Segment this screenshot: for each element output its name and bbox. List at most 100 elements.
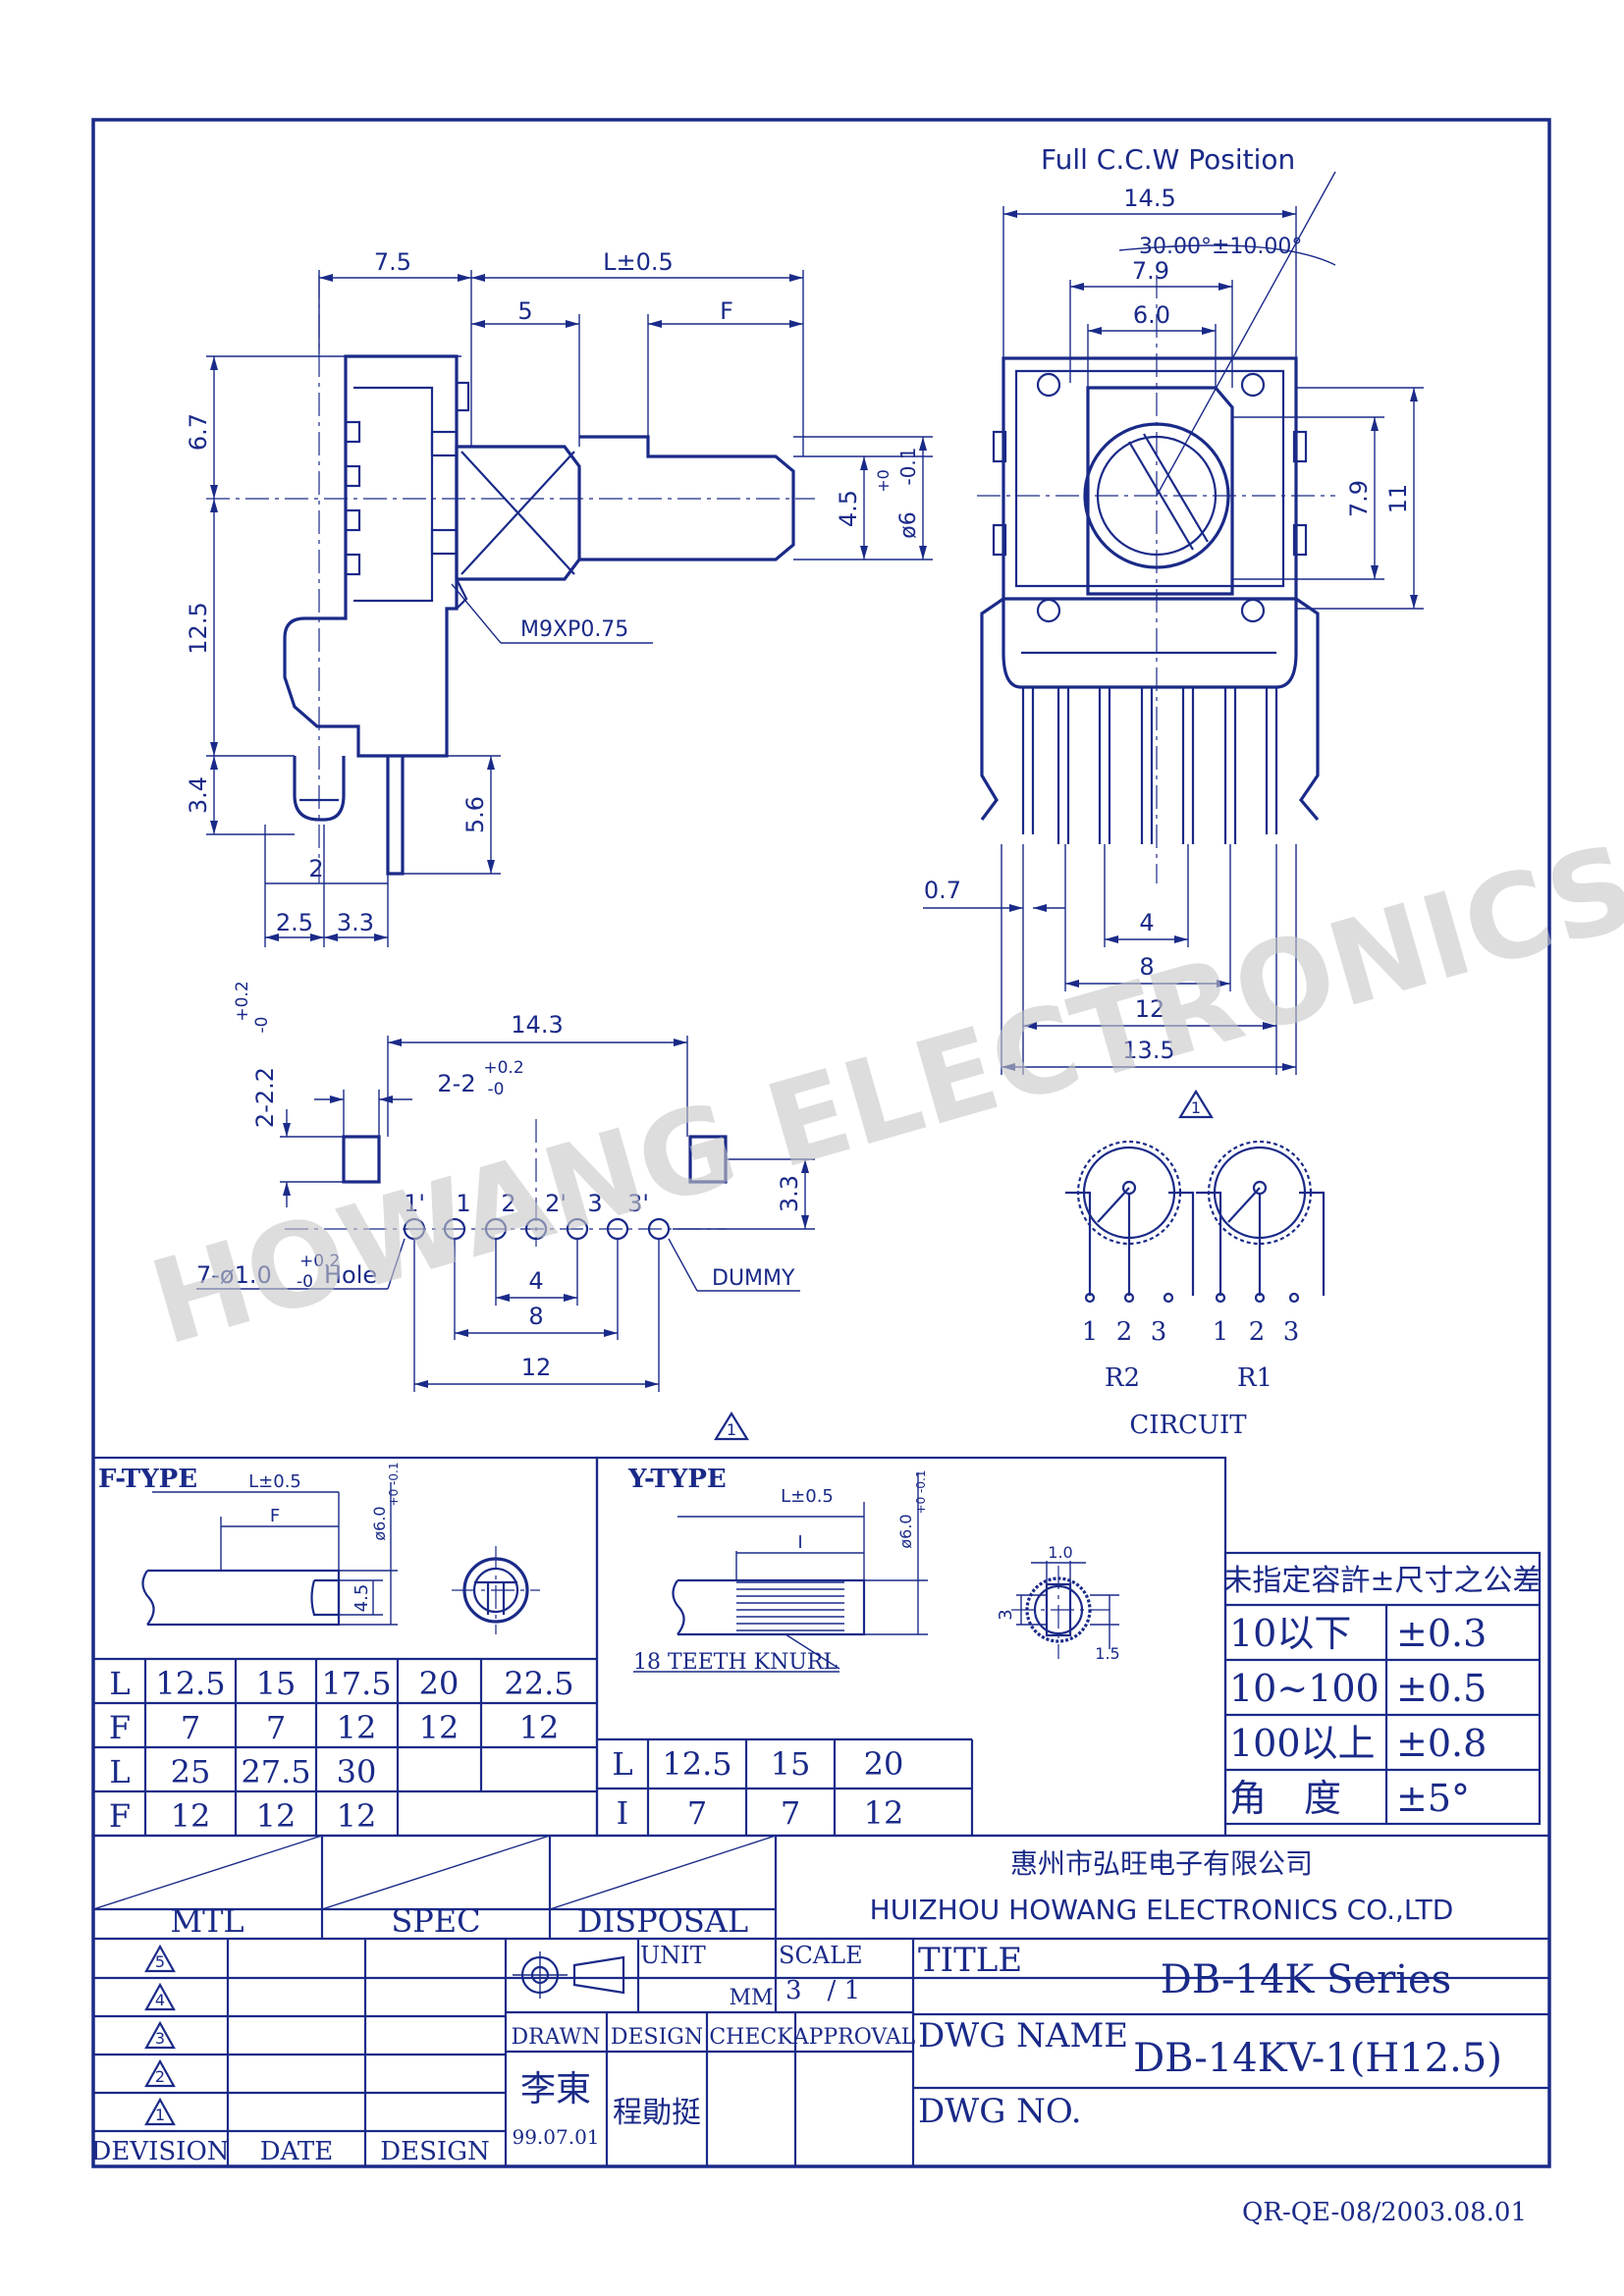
spec-label: SPEC bbox=[391, 1902, 480, 1940]
revision-4: 4 bbox=[155, 1991, 165, 2009]
f-type-panel: F-TYPE L±0.5 F 4.5 ø6.0 +0 -0.1 bbox=[98, 1463, 540, 1634]
watermark: HOWANG ELECTRONICS bbox=[137, 818, 1624, 1370]
dim-7-9-side: 7.9 bbox=[1345, 480, 1373, 517]
dim-2-2-2-tol-top: +0.2 bbox=[233, 981, 252, 1021]
division-label: DEVISION bbox=[90, 2137, 229, 2166]
scale-label: SCALE bbox=[779, 1942, 863, 1969]
dim-2-2-tol-bot: -0 bbox=[488, 1080, 505, 1099]
f-row1-c4: 12 bbox=[519, 1709, 560, 1746]
dim-4-5: 4.5 bbox=[835, 490, 862, 527]
tol-value-3: ±5° bbox=[1396, 1777, 1470, 1820]
dim-8: 8 bbox=[1139, 953, 1154, 981]
y-dim-3: 3 bbox=[996, 1609, 1016, 1620]
projection-symbol-icon bbox=[513, 1951, 625, 1999]
y-dim-1-5: 1.5 bbox=[1095, 1644, 1119, 1663]
tolerance-header: 未指定容許±尺寸之公差 bbox=[1222, 1564, 1542, 1598]
dim-6-7: 6.7 bbox=[185, 413, 212, 451]
title-label: TITLE bbox=[918, 1941, 1022, 1980]
angle-spec: 30.00°±10.00° bbox=[1139, 235, 1302, 259]
dim-2-5: 2.5 bbox=[276, 909, 313, 936]
knurl-label: 18 TEETH KNURL bbox=[633, 1650, 838, 1675]
revision-2: 2 bbox=[155, 2067, 165, 2086]
tol-range-1: 10~100 bbox=[1229, 1667, 1380, 1710]
dim-shaft-tol: +0 bbox=[874, 469, 893, 493]
f-row1-c3: 12 bbox=[419, 1709, 460, 1746]
fp-dim-8: 8 bbox=[528, 1303, 543, 1330]
dim-2: 2 bbox=[308, 855, 323, 882]
r1-pin-3: 3 bbox=[1283, 1317, 1300, 1347]
tol-value-0: ±0.3 bbox=[1396, 1612, 1487, 1655]
unit-label: UNIT bbox=[640, 1942, 706, 1969]
tolerance-table: 未指定容許±尺寸之公差 10以下 ±0.3 10~100 ±0.5 100以上 … bbox=[1222, 1551, 1543, 1826]
tol-value-2: ±0.8 bbox=[1396, 1722, 1487, 1765]
f-row1-c2: 12 bbox=[337, 1709, 377, 1746]
r1-label: R1 bbox=[1237, 1363, 1272, 1393]
dim-2-2: 2-2 bbox=[437, 1070, 475, 1097]
dim-6-0: 6.0 bbox=[1133, 301, 1170, 329]
company-name-en: HUIZHOU HOWANG ELECTRONICS CO.,LTD bbox=[870, 1894, 1454, 1926]
dim-5: 5 bbox=[517, 297, 532, 325]
f-row2-c2: 30 bbox=[337, 1753, 377, 1790]
front-terminals bbox=[1021, 687, 1278, 844]
pin-2: 2 bbox=[501, 1190, 515, 1217]
r2-pin-2: 2 bbox=[1116, 1317, 1133, 1347]
y-row1-c0: 7 bbox=[687, 1794, 707, 1832]
dim-3-3: 3.3 bbox=[337, 909, 374, 936]
f-type-table: L 12.5 15 17.5 20 22.5 F 7 7 12 12 12 L … bbox=[93, 1657, 597, 1836]
dim-12-5: 12.5 bbox=[185, 602, 212, 654]
dim-2-2-2-tol-bot: -0 bbox=[252, 1017, 272, 1034]
dim-5-6: 5.6 bbox=[461, 796, 489, 833]
y-row0-c2: 20 bbox=[864, 1745, 904, 1783]
y-row0-c1: 15 bbox=[771, 1745, 811, 1783]
f-row0-c4: 22.5 bbox=[504, 1665, 573, 1702]
drawing-frame bbox=[91, 118, 1551, 2168]
pin-1: 1 bbox=[456, 1190, 470, 1217]
tol-value-1: ±0.5 bbox=[1396, 1667, 1487, 1710]
dim-4: 4 bbox=[1139, 909, 1154, 936]
fp-dim-12: 12 bbox=[521, 1354, 552, 1381]
f-row0-label: L bbox=[109, 1665, 130, 1702]
dwg-name-value: DB-14KV-1(H12.5) bbox=[1133, 2036, 1502, 2081]
drawn-label: DRAWN bbox=[511, 2025, 600, 2050]
mtl-label: MTL bbox=[170, 1902, 244, 1940]
title-value: DB-14K Series bbox=[1161, 1957, 1451, 2002]
f-row1-label: F bbox=[109, 1709, 131, 1746]
tol-range-0: 10以下 bbox=[1229, 1612, 1351, 1655]
dim-F: F bbox=[720, 297, 733, 325]
r2-pin-3: 3 bbox=[1151, 1317, 1167, 1347]
circuit-diagram: 1 1 2 3 1 2 3 R2 R1 CIRCUIT bbox=[1065, 1089, 1326, 1440]
y-type-table: L 12.5 15 20 I 7 7 12 bbox=[597, 1737, 974, 1836]
unit-value: MM bbox=[729, 1986, 773, 2010]
date-label: DATE bbox=[260, 2137, 334, 2166]
r1-pin-2: 2 bbox=[1249, 1317, 1266, 1347]
f-row0-c0: 12.5 bbox=[155, 1665, 225, 1702]
dim-3-4: 3.4 bbox=[185, 776, 212, 814]
approval-label: APPROVAL bbox=[792, 2025, 916, 2050]
f-row3-c1: 12 bbox=[256, 1797, 297, 1835]
f-row0-c2: 17.5 bbox=[321, 1665, 391, 1702]
dummy-label: DUMMY bbox=[712, 1266, 795, 1291]
f-dim-F: F bbox=[270, 1506, 280, 1526]
dim-7-9-top: 7.9 bbox=[1132, 257, 1169, 285]
hole-suffix: Hole bbox=[324, 1261, 377, 1289]
f-row1-c1: 7 bbox=[266, 1709, 286, 1746]
dim-L: L±0.5 bbox=[603, 248, 674, 276]
tol-range-3: 角 度 bbox=[1229, 1777, 1341, 1820]
f-row0-c3: 20 bbox=[419, 1665, 460, 1702]
f-dim-dia-tol: +0 -0.1 bbox=[387, 1463, 401, 1507]
f-row1-c0: 7 bbox=[181, 1709, 200, 1746]
y-dim-1-0: 1.0 bbox=[1048, 1543, 1072, 1562]
tol-range-2: 100以上 bbox=[1229, 1722, 1376, 1765]
hole-tol-bot: -0 bbox=[297, 1272, 313, 1292]
revision-mark-types: 1 bbox=[727, 1420, 736, 1439]
f-row0-c1: 15 bbox=[256, 1665, 297, 1702]
y-type-panel: Y-TYPE L±0.5 I ø6.0 +0 -0.1 18 TEETH KNU… bbox=[627, 1465, 1120, 1675]
pin-3p: 3' bbox=[627, 1190, 649, 1217]
dim-14-5: 14.5 bbox=[1123, 185, 1175, 212]
hole-spec: 7-ø1.0 bbox=[196, 1261, 272, 1289]
revision-mark-circuit: 1 bbox=[1191, 1098, 1201, 1117]
side-view: 7.5 L±0.5 5 F 6.7 12.5 3.4 5.6 2 2.5 3.3… bbox=[185, 248, 933, 947]
y-dim-dia: ø6.0 bbox=[896, 1514, 915, 1548]
y-dim-dia-tol: +0 -0.1 bbox=[914, 1470, 928, 1515]
y-row1-label: I bbox=[617, 1794, 629, 1832]
